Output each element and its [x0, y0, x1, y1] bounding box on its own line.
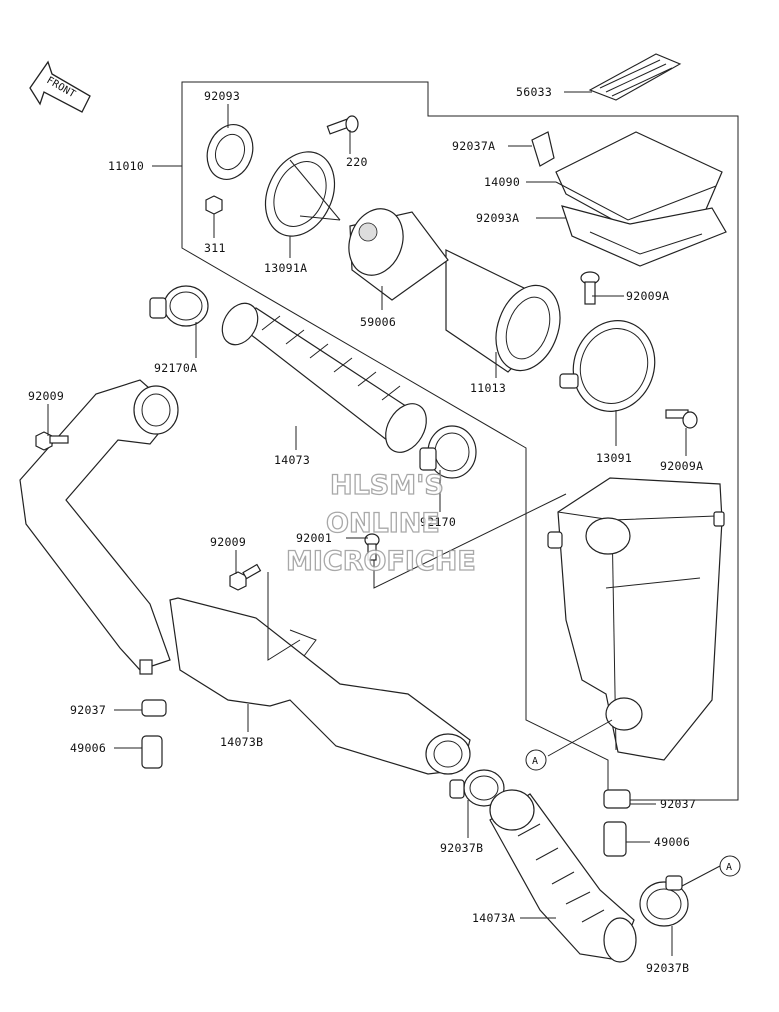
label-14073B: 14073B	[220, 735, 263, 749]
clamp-92170	[419, 425, 477, 479]
label-92009-mid: 92009	[210, 535, 246, 549]
label-11010: 11010	[108, 159, 144, 173]
filter-cover	[555, 131, 727, 267]
label-92037B-right: 92037B	[646, 961, 689, 975]
bolt-220	[326, 115, 359, 135]
front-arrow-icon: FRONT	[29, 60, 91, 113]
clip-92037A	[531, 131, 555, 167]
label-13091A: 13091A	[264, 261, 307, 275]
label-92037A: 92037A	[452, 139, 495, 153]
label-92037-left: 92037	[70, 703, 106, 717]
label-11013: 11013	[470, 381, 506, 395]
bolt-92001	[364, 533, 380, 561]
duct-14073A	[489, 789, 637, 963]
label-92009A-bottom: 92009A	[660, 459, 703, 473]
part-labels: 92093 220 11010 311 13091A 59006 56033 9…	[28, 85, 703, 975]
label-14073: 14073	[274, 453, 310, 467]
clamp-92037B-right	[639, 875, 689, 927]
filter-element-59006	[348, 208, 449, 301]
callout-a-left-label: A	[532, 756, 538, 767]
label-13091: 13091	[596, 451, 632, 465]
label-92093A: 92093A	[476, 211, 519, 225]
seal-92093	[206, 124, 254, 180]
frame-13091A	[264, 151, 341, 237]
watermark: HLSM'S ONLINE MICROFICHE	[285, 469, 476, 577]
cover-plate-13091	[559, 320, 656, 412]
label-49006-right: 49006	[654, 835, 690, 849]
intake-duct-upper	[19, 379, 179, 675]
label-220: 220	[346, 155, 368, 169]
label-59006: 59006	[360, 315, 396, 329]
label-311: 311	[204, 241, 226, 255]
label-92037B-mid: 92037B	[440, 841, 483, 855]
label-92037-right: 92037	[660, 797, 696, 811]
clamp-92037B-mid	[449, 769, 505, 807]
label-56033: 56033	[516, 85, 552, 99]
bolt-92009-left	[35, 431, 69, 451]
label-14073A: 14073A	[472, 911, 515, 925]
label-49006-left: 49006	[70, 741, 106, 755]
bolt-92009-mid	[229, 563, 262, 591]
sleeve-49006-left	[141, 735, 163, 769]
label-92170A: 92170A	[154, 361, 197, 375]
callout-a-right-label: A	[726, 862, 732, 873]
callout-a-left: A	[525, 749, 547, 771]
sleeve-49006-right	[603, 821, 627, 857]
watermark-line1: HLSM'S	[330, 470, 444, 501]
label-92170: 92170	[420, 515, 456, 529]
label-92001: 92001	[296, 531, 332, 545]
label-92093: 92093	[204, 89, 240, 103]
label-plate	[588, 53, 682, 101]
label-92009A-top: 92009A	[626, 289, 669, 303]
screw-92009A-top	[580, 271, 600, 305]
label-92009-left: 92009	[28, 389, 64, 403]
clamp-92170A	[149, 285, 209, 327]
leader-lines	[47, 91, 721, 956]
duct-14073	[221, 302, 427, 453]
duct-14073B	[169, 597, 471, 775]
air-box-housing	[547, 477, 725, 761]
nut-311	[205, 195, 223, 215]
watermark-line2: ONLINE	[326, 508, 440, 539]
label-14090: 14090	[484, 175, 520, 189]
filter-element-11013	[445, 249, 561, 373]
screw-92009A-bottom	[665, 409, 698, 429]
clamp-92037-left	[141, 699, 167, 717]
callout-a-right: A	[719, 855, 741, 877]
clamp-92037-right	[603, 789, 631, 809]
watermark-line3: MICROFICHE	[286, 546, 476, 577]
